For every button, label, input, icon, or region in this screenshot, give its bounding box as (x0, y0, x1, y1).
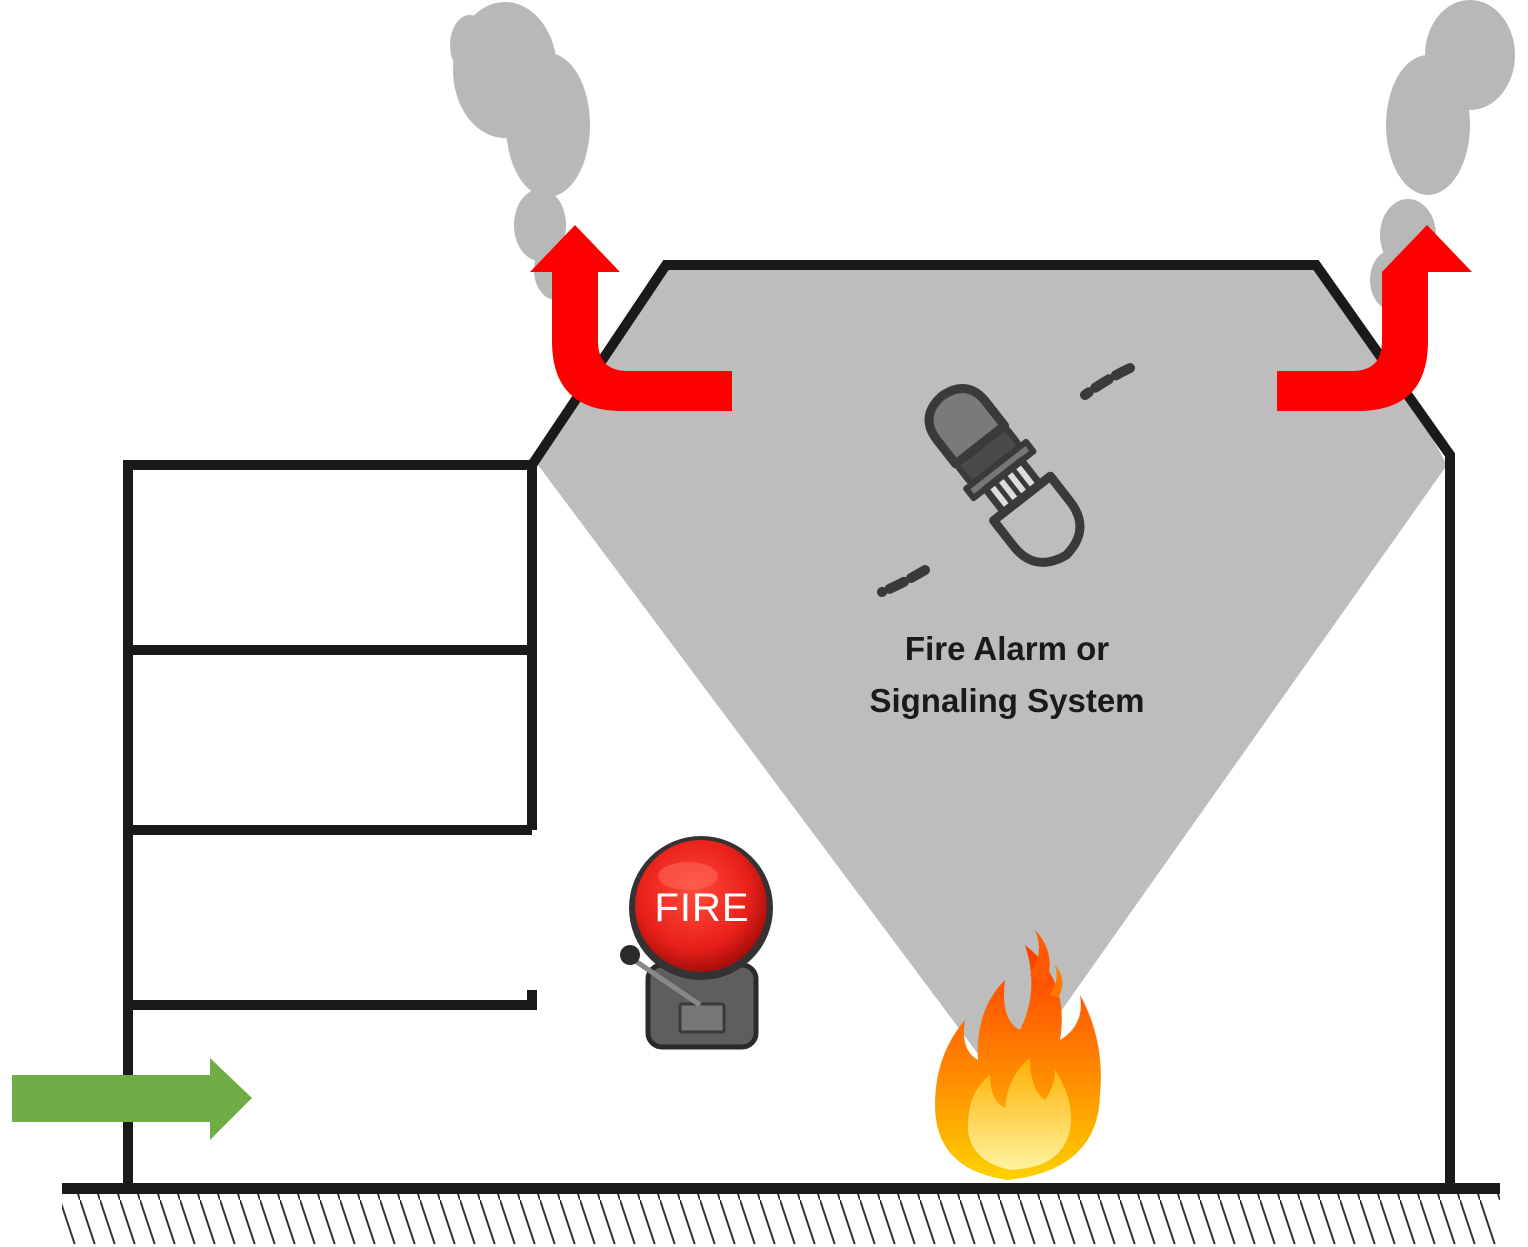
vent-arrow-right (1277, 225, 1472, 411)
fire-flame-icon (935, 930, 1101, 1180)
alarm-caption-line2: Signaling System (869, 682, 1144, 719)
ground (62, 1183, 1500, 1244)
fire-alarm-bell-icon: FIRE (620, 836, 773, 1050)
building-outline (123, 260, 1455, 1185)
vent-arrow-left (530, 225, 732, 411)
entry-arrow (12, 1058, 252, 1140)
bell-label: FIRE (654, 886, 749, 930)
plug-connector-icon (877, 363, 1135, 597)
detection-cone (538, 265, 1447, 1100)
alarm-caption-line1: Fire Alarm or (905, 630, 1109, 667)
